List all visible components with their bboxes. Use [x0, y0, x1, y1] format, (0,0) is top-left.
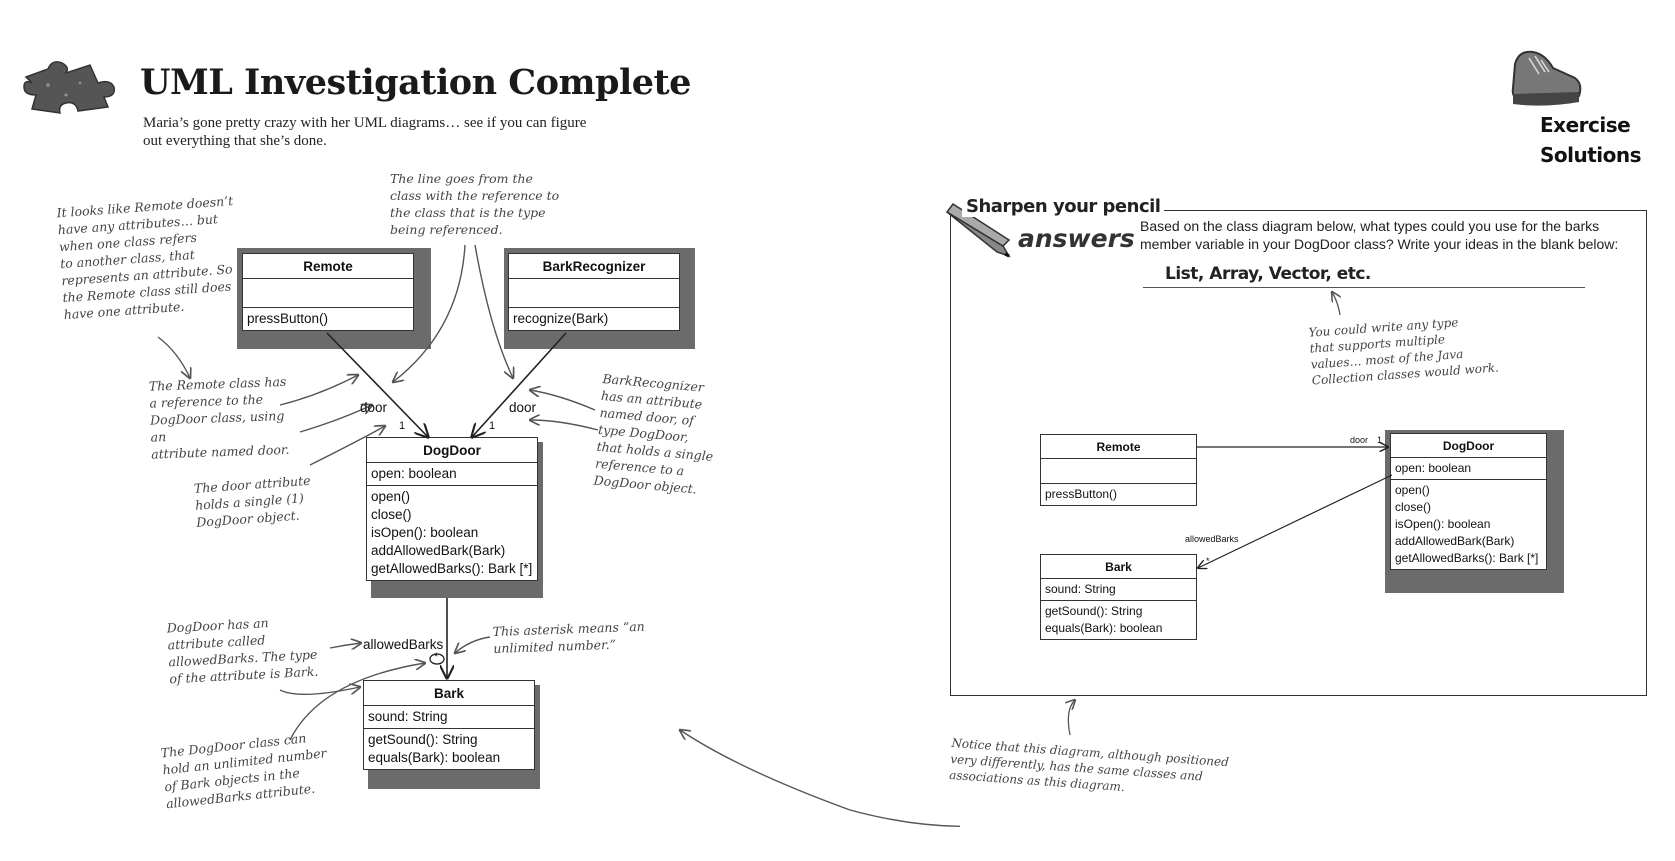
bark-class: Bark sound: String getSound(): String eq… [363, 680, 535, 770]
method: isOpen(): boolean [1395, 517, 1491, 531]
class-methods: getSound(): String equals(Bark): boolean [364, 729, 534, 769]
method: addAllowedBark(Bark) [371, 543, 506, 558]
barkrecognizer-dogdoor-association [472, 332, 567, 437]
note-barkrecognizer-attribute: BarkRecognizer has an attribute named do… [593, 370, 714, 497]
method: close() [371, 507, 412, 522]
door-label-left: door [360, 400, 388, 415]
class-attributes: open: boolean [367, 463, 537, 486]
mini-remote-class: Remote pressButton() [1040, 434, 1197, 506]
mini-multiplicity-star: * [1206, 556, 1210, 566]
answer-note-arrow [1332, 292, 1340, 316]
method: getAllowedBarks(): Bark [*] [1395, 551, 1539, 565]
allowedbarks-label: allowedBarks [363, 637, 444, 652]
class-name: Bark [1041, 555, 1196, 579]
class-attributes [1041, 459, 1196, 484]
class-methods: pressButton() [1041, 484, 1196, 505]
method: open() [371, 489, 411, 504]
asterisk-highlight [429, 653, 445, 665]
class-name: Remote [243, 254, 413, 279]
mini-bark-class: Bark sound: String getSound(): String eq… [1040, 554, 1197, 640]
page-subtitle: Maria’s gone pretty crazy with her UML d… [143, 115, 587, 149]
class-attributes: sound: String [364, 706, 534, 729]
method: open() [1395, 483, 1430, 497]
note-remote-reference: The Remote class has a reference to the … [148, 373, 290, 462]
method: getSound(): String [1045, 604, 1143, 618]
note-asterisk: This asterisk means “an unlimited number… [492, 618, 645, 656]
method: isOpen(): boolean [371, 525, 479, 540]
mini-dogdoor-class: DogDoor open: boolean open() close() isO… [1390, 433, 1547, 570]
note-remote-attributes: It looks like Remote doesn’t have any at… [56, 193, 234, 323]
page-title: UML Investigation Complete [140, 62, 691, 103]
class-methods: getSound(): String equals(Bark): boolean [1041, 601, 1196, 639]
mini-multiplicity-one: 1 [1377, 435, 1383, 445]
class-attributes: open: boolean [1391, 458, 1546, 480]
class-methods: open() close() isOpen(): boolean addAllo… [367, 486, 537, 580]
badge-line-1: Exercise [1540, 113, 1631, 137]
method: close() [1395, 500, 1432, 514]
sharpen-heading: Sharpen your pencil [962, 196, 1165, 217]
attribute: open: boolean [1395, 461, 1472, 475]
class-methods: pressButton() [243, 308, 413, 330]
class-attributes [243, 279, 413, 308]
left-diagram-connectors [157, 244, 960, 827]
answer-blank-line [1143, 287, 1585, 288]
class-name: Remote [1041, 435, 1196, 459]
barkrecognizer-class: BarkRecognizer recognize(Bark) [508, 253, 680, 331]
sharpen-pencil-box [950, 210, 1647, 696]
class-attributes [509, 279, 679, 308]
exercise-question: Based on the class diagram below, what t… [1140, 218, 1619, 252]
note-allowedbarks-attribute: DogDoor has an attribute called allowedB… [166, 615, 319, 687]
sneaker-icon [1511, 50, 1582, 106]
method: equals(Bark): boolean [1045, 621, 1163, 635]
method: addAllowedBark(Bark) [1395, 534, 1515, 548]
class-methods: open() close() isOpen(): boolean addAllo… [1391, 480, 1546, 569]
class-name: DogDoor [1391, 434, 1546, 458]
class-name: BarkRecognizer [509, 254, 679, 279]
mini-allowedbarks-label: allowedBarks [1185, 534, 1239, 544]
attribute: open: boolean [371, 466, 457, 481]
class-methods: recognize(Bark) [509, 308, 679, 330]
attribute: sound: String [1045, 582, 1116, 596]
multiplicity-one-left: 1 [399, 420, 406, 432]
multiplicity-star: * [434, 651, 439, 663]
method: recognize(Bark) [513, 311, 609, 326]
class-name: Bark [364, 681, 534, 706]
puzzle-piece-icon [23, 61, 116, 114]
mini-door-label: door [1350, 435, 1369, 445]
annotation-arrows [157, 244, 960, 827]
class-name: DogDoor [367, 438, 537, 463]
method: equals(Bark): boolean [368, 750, 501, 765]
mini-dogdoor-bark-association [1198, 474, 1393, 568]
remote-dogdoor-association [326, 332, 428, 437]
method: pressButton() [247, 311, 329, 326]
method: getSound(): String [368, 732, 478, 747]
exercise-answer: List, Array, Vector, etc. [1165, 264, 1371, 284]
method: pressButton() [1045, 487, 1118, 501]
dogdoor-class: DogDoor open: boolean open() close() isO… [366, 437, 538, 581]
attribute: sound: String [368, 709, 448, 724]
class-attributes: sound: String [1041, 579, 1196, 601]
door-label-right: door [509, 400, 537, 415]
method: getAllowedBarks(): Bark [*] [371, 561, 533, 576]
remote-class: Remote pressButton() [242, 253, 414, 331]
exercise-solutions-badge: Exercise Solutions [1540, 110, 1642, 170]
note-line-direction: The line goes from the class with the re… [390, 171, 560, 237]
multiplicity-one-right: 1 [489, 420, 496, 432]
answers-label: answers [1018, 224, 1135, 253]
mini-diagram-connectors [960, 280, 1393, 736]
note-door-single: The door attribute holds a single (1) Do… [193, 472, 311, 530]
badge-line-2: Solutions [1540, 143, 1642, 167]
bottom-note-arrow [1068, 700, 1075, 736]
